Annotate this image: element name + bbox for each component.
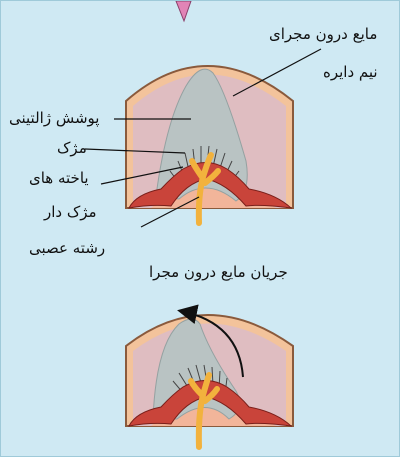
lower-ampulla xyxy=(126,311,293,447)
label-canal-fluid-line1: مایع درون مجرای xyxy=(269,27,377,42)
label-fluid-flow: جریان مایع درون مجرا xyxy=(149,265,288,280)
label-canal-fluid-line2: نیم دایره xyxy=(323,65,378,80)
label-nerve-fiber: رشته عصبی xyxy=(29,241,105,256)
label-hair-cells-line1: یاخته های xyxy=(29,171,89,186)
upper-ampulla xyxy=(85,49,321,227)
label-hair-cells-line2: مژک دار xyxy=(44,205,97,220)
top-pointer-icon xyxy=(176,1,191,21)
label-cilium: مژک xyxy=(57,141,87,156)
label-gelatinous-cover: پوشش ژالتینی xyxy=(9,111,99,126)
